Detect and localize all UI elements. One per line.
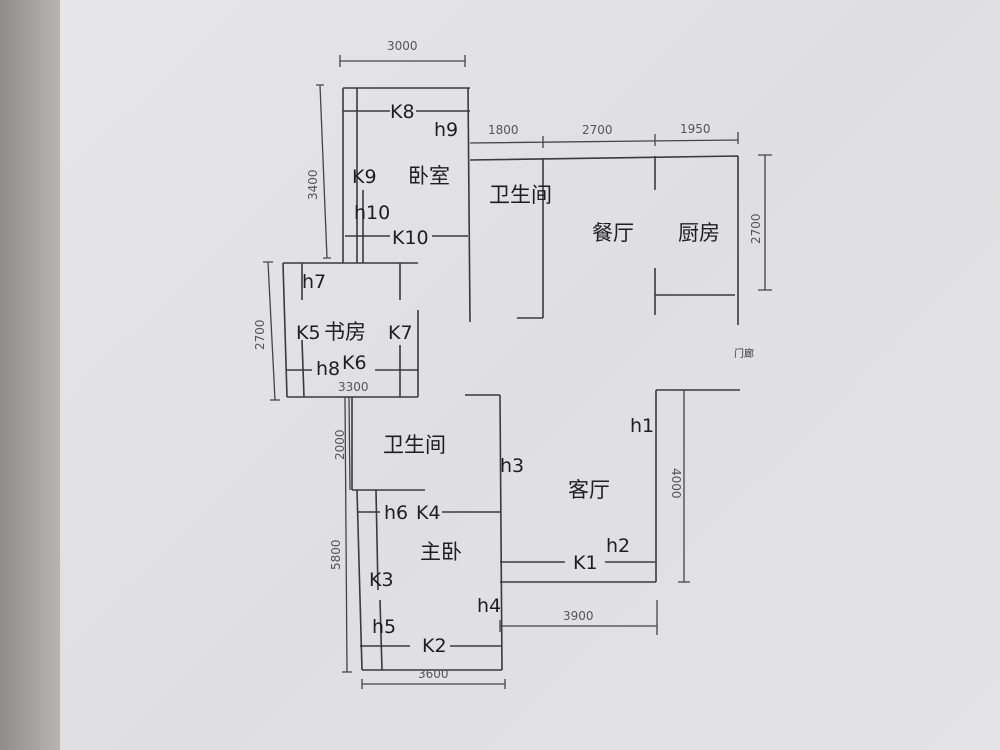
mark-K1: K1	[573, 552, 598, 574]
dim-study-depth: 2700	[253, 319, 267, 350]
mark-h2: h2	[606, 535, 630, 557]
mark-K8: K8	[390, 101, 415, 123]
mark-h6: h6	[384, 502, 408, 524]
mark-K5: K5	[296, 322, 321, 344]
room-master-bedroom: 主卧	[420, 540, 462, 564]
room-study: 书房	[324, 320, 366, 344]
paper-sheet	[60, 0, 1000, 750]
dim-master-depth: 5800	[329, 539, 343, 570]
dim-bath-width: 1800	[488, 123, 519, 137]
mark-K3: K3	[369, 569, 394, 591]
dim-bedroom-width: 3000	[387, 39, 418, 53]
mark-h4: h4	[477, 595, 501, 617]
room-bathroom-bottom: 卫生间	[383, 433, 446, 457]
mark-h1: h1	[630, 415, 654, 437]
dim-living-width: 3900	[563, 609, 594, 623]
room-kitchen: 厨房	[678, 221, 720, 245]
mark-K4: K4	[416, 502, 441, 524]
room-dining: 餐厅	[592, 221, 634, 245]
mark-h9: h9	[434, 119, 458, 141]
mark-h10: h10	[354, 202, 390, 224]
dim-study-width: 3300	[338, 380, 369, 394]
mark-K10: K10	[392, 227, 429, 249]
mark-K6: K6	[342, 352, 367, 374]
dimension-lines	[263, 55, 772, 689]
room-bathroom-top: 卫生间	[489, 183, 552, 207]
mark-K9: K9	[352, 166, 377, 188]
mark-K7: K7	[388, 322, 413, 344]
dim-bedroom-depth: 3400	[306, 169, 320, 200]
room-bedroom: 卧室	[408, 164, 450, 188]
dim-kitchen-depth: 2700	[749, 213, 763, 244]
mark-h8: h8	[316, 358, 340, 380]
mark-h3: h3	[500, 455, 524, 477]
room-living: 客厅	[568, 478, 610, 502]
mark-K2: K2	[422, 635, 447, 657]
mark-h5: h5	[372, 616, 396, 638]
dim-living-depth: 4000	[669, 468, 683, 499]
dim-bath2-depth: 2000	[333, 429, 347, 460]
mark-h7: h7	[302, 271, 326, 293]
room-porch: 门廊	[734, 347, 754, 360]
walls	[282, 87, 740, 671]
dim-dining-width: 2700	[582, 123, 613, 137]
dim-master-width: 3600	[418, 667, 449, 681]
dim-kitchen-width: 1950	[680, 122, 711, 136]
